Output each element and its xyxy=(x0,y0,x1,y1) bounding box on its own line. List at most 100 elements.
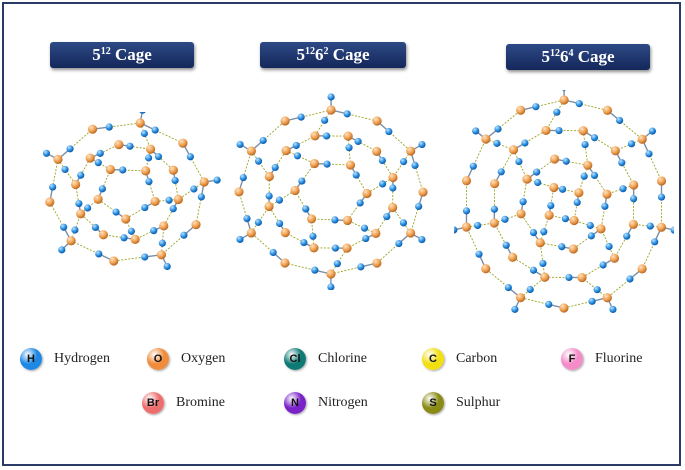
hydrogen-atom xyxy=(657,193,666,201)
legend-label-oxygen: Oxygen xyxy=(181,351,226,366)
hydrogen-atom xyxy=(356,199,364,207)
hydrogen-atom xyxy=(321,116,329,124)
oxygen-atom xyxy=(191,220,201,230)
oxygen-atom xyxy=(541,125,551,136)
hydrogen-atom xyxy=(415,202,423,211)
hydrogen-atom xyxy=(158,239,166,247)
hydrogen-atom xyxy=(322,132,331,140)
oxygen-atom xyxy=(342,215,353,226)
oxygen-atom xyxy=(583,160,593,170)
hydrogen-atom xyxy=(587,232,595,240)
oxygen-atom xyxy=(568,244,578,254)
oxygen-atom xyxy=(508,145,519,155)
hydrogen-atom xyxy=(362,234,370,243)
oxygen-atom xyxy=(550,154,560,164)
hydrogen-atom xyxy=(150,227,158,235)
hydrogen-atom xyxy=(94,159,102,167)
hydrogen-atom xyxy=(616,116,624,125)
hydrogen-atom xyxy=(298,177,306,185)
oxygen-atom xyxy=(290,185,300,196)
hydrogen-atom xyxy=(383,212,391,221)
hydrogen-atom xyxy=(327,93,335,101)
hydrogen-bond xyxy=(513,149,528,180)
oxygen-atom xyxy=(246,146,256,156)
hydrogen-atom xyxy=(98,185,107,193)
legend-carbon: C Carbon xyxy=(422,346,497,372)
hydrogen-atom xyxy=(236,235,244,244)
hydrogen-atom xyxy=(511,305,519,313)
oxygen-atom xyxy=(609,253,620,263)
hydrogen-atom xyxy=(519,198,527,206)
oxygen-atom xyxy=(145,144,156,154)
hydrogen-atom xyxy=(539,259,547,268)
hydrogen-atom xyxy=(385,127,393,136)
oxygen-atom xyxy=(516,209,526,219)
oxygen-atom xyxy=(280,116,290,126)
hydrogen-atom xyxy=(629,195,638,203)
hydrogen-atom xyxy=(580,172,588,180)
hydrogen-atom xyxy=(529,228,538,237)
hydrogen-atom xyxy=(648,127,657,135)
hydrogen-atom xyxy=(119,166,127,174)
hydrogen-atom xyxy=(77,171,85,179)
oxygen-atom xyxy=(596,224,606,234)
hydrogen-bond xyxy=(97,198,126,220)
legend-label-sulphur: Sulphur xyxy=(456,395,501,410)
hydrogen-atom xyxy=(239,173,247,182)
oxygen-atom xyxy=(628,219,638,229)
oxygen-atom xyxy=(264,171,274,182)
hydrogen-atom xyxy=(472,127,480,135)
hydrogen-bond xyxy=(493,222,514,258)
oxygen-atom xyxy=(45,197,55,207)
oxygen-atom xyxy=(343,131,353,141)
cage-title-5-12: 512 Cage xyxy=(50,42,194,68)
legend-label-nitrogen: Nitrogen xyxy=(318,395,368,410)
hydrogen-bond xyxy=(554,158,588,166)
hydrogen-bond xyxy=(587,165,608,195)
oxygen-atom xyxy=(76,209,86,219)
hydrogen-atom xyxy=(475,250,483,258)
hydrogen-atom xyxy=(271,163,279,172)
hydrogen-atom xyxy=(243,214,251,223)
hydrogen-atom xyxy=(454,226,458,234)
legend-chlorine: Cl Chlorine xyxy=(284,346,367,372)
hydrogen-atom xyxy=(501,215,509,223)
hydrogen-atom xyxy=(213,176,221,184)
oxygen-atom xyxy=(602,105,613,115)
oxygen-atom xyxy=(173,194,183,205)
oxygen-ball-icon: O xyxy=(147,348,169,370)
hydrogen-atom xyxy=(75,199,83,208)
hydrogen-ball-icon: H xyxy=(20,348,42,370)
hydrogen-atom xyxy=(389,184,397,192)
hydrogen-bond xyxy=(582,130,589,166)
hydrogen-atom xyxy=(311,266,319,274)
hydrogen-atom xyxy=(547,201,555,210)
oxygen-atom xyxy=(372,258,382,268)
hydrogen-atom xyxy=(670,226,674,234)
oxygen-atom xyxy=(656,222,667,232)
oxygen-atom xyxy=(544,210,554,220)
hydrogen-bond xyxy=(540,242,574,250)
hydrogen-atom xyxy=(84,204,92,212)
hydrogen-atom xyxy=(521,139,529,147)
hydrogen-atom xyxy=(154,152,163,161)
hydrogen-atom xyxy=(529,266,538,274)
oxygen-atom xyxy=(309,243,319,253)
hydrogen-bond xyxy=(573,228,602,250)
hydrogen-atom xyxy=(490,205,499,213)
oxygen-atom xyxy=(66,236,76,246)
oxygen-atom xyxy=(602,189,612,199)
hydrogen-atom xyxy=(399,219,408,227)
oxygen-atom xyxy=(418,187,428,197)
oxygen-atom xyxy=(461,222,472,232)
hydrogen-atom xyxy=(331,216,339,224)
hydrogen-atom xyxy=(555,126,563,135)
hydrogen-atom xyxy=(120,234,128,242)
oxygen-atom xyxy=(540,272,550,282)
hydrogen-bond xyxy=(520,213,541,243)
oxygen-atom xyxy=(156,250,167,260)
hydrogen-atom xyxy=(71,226,79,234)
legend-nitrogen: N Nitrogen xyxy=(284,390,368,416)
oxygen-atom xyxy=(98,230,109,240)
hydrogen-atom xyxy=(588,297,596,305)
